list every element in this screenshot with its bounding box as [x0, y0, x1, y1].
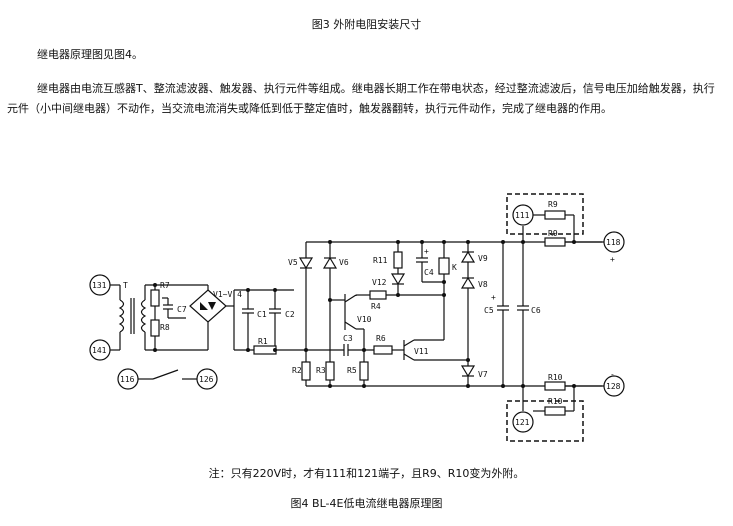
secondary-network: R7 R8 C7: [145, 281, 208, 351]
svg-text:R7: R7: [160, 281, 170, 290]
svg-text:V6: V6: [339, 258, 349, 267]
svg-text:+: +: [424, 247, 429, 256]
terminal-121: 121: [512, 411, 534, 433]
terminal-131: 131: [89, 274, 111, 296]
terminal-128: 128: [603, 375, 625, 397]
svg-text:121: 121: [515, 418, 530, 427]
intro-text: 继电器原理图见图4。: [37, 48, 143, 61]
relay-K-C4: + C4 K: [416, 242, 457, 340]
svg-text:R9: R9: [548, 229, 558, 238]
svg-text:V12: V12: [372, 278, 387, 287]
description-paragraph: 继电器由电流互感器T、整流滤波器、触发器、执行元件等组成。继电器长期工作在带电状…: [7, 82, 715, 115]
junction-dots: [153, 240, 576, 388]
switch-116-126: [138, 369, 197, 380]
svg-text:R4: R4: [371, 302, 381, 311]
transistor-V11-network: C3 R6 V11: [343, 334, 468, 361]
svg-text:C6: C6: [531, 306, 541, 315]
svg-text:116: 116: [120, 375, 135, 384]
svg-text:128: 128: [606, 382, 621, 391]
svg-text:R3: R3: [316, 366, 326, 375]
resistor-R1: [253, 345, 277, 355]
terminal-141: 141: [89, 339, 111, 361]
svg-text:R6: R6: [376, 334, 386, 343]
resistor-R4: [369, 290, 387, 300]
resistor-R9-section: R9 R9 +: [506, 193, 615, 264]
svg-text:R10: R10: [548, 397, 563, 406]
diodes-V5-V6: V5 V6: [288, 242, 349, 362]
svg-text:V9: V9: [478, 254, 488, 263]
svg-text:126: 126: [199, 375, 214, 384]
figure-4-caption: 图4 BL-4E低电流继电器原理图: [290, 497, 443, 510]
svg-text:C3: C3: [343, 334, 353, 343]
svg-text:-: -: [610, 370, 615, 379]
resistor-R8: [150, 319, 160, 337]
resistor-R7: [150, 289, 160, 307]
led-V12: [390, 273, 406, 286]
svg-text:R2: R2: [292, 366, 302, 375]
terminal-118: 118: [603, 231, 625, 253]
svg-text:V10: V10: [357, 315, 372, 324]
capacitors-C5-C6: + C5 C6: [484, 226, 541, 411]
svg-text:T: T: [123, 281, 128, 290]
svg-text:111: 111: [515, 211, 530, 220]
svg-text:C1: C1: [257, 310, 267, 319]
capacitors-C1-C2: C1 C2 R1: [234, 290, 343, 355]
svg-text:R10: R10: [548, 373, 563, 382]
svg-text:V7: V7: [478, 370, 488, 379]
svg-text:131: 131: [92, 281, 107, 290]
svg-text:V8: V8: [478, 280, 488, 289]
svg-text:+: +: [610, 255, 615, 264]
svg-text:C5: C5: [484, 306, 494, 315]
terminal-126: 126: [196, 368, 218, 390]
svg-text:R9: R9: [548, 200, 558, 209]
svg-text:C4: C4: [424, 268, 434, 277]
transformer-T: T: [110, 281, 147, 351]
svg-text:141: 141: [92, 346, 107, 355]
svg-text:V5: V5: [288, 258, 298, 267]
svg-text:R8: R8: [160, 323, 170, 332]
svg-text:V11: V11: [414, 347, 429, 356]
svg-text:+: +: [491, 293, 496, 302]
svg-text:R1: R1: [258, 337, 268, 346]
bridge-rectifier-V1-V4: V1~V 4: [189, 285, 294, 350]
svg-text:C2: C2: [285, 310, 295, 319]
svg-text:C7: C7: [177, 305, 187, 314]
figure-3-caption: 图3 外附电阻安装尺寸: [311, 18, 422, 31]
svg-text:V1~V 4: V1~V 4: [213, 290, 242, 299]
svg-text:R11: R11: [373, 256, 388, 265]
footnote: 注：只有220V时，才有111和121端子，且R9、R10变为外附。: [208, 467, 525, 480]
terminal-111: 111: [512, 204, 534, 226]
svg-text:R5: R5: [347, 366, 357, 375]
terminal-116: 116: [117, 368, 139, 390]
transistor-V10-network: V10 R4 R11 V12: [330, 242, 444, 350]
svg-text:118: 118: [606, 238, 621, 247]
svg-text:K: K: [452, 263, 457, 272]
resistor-R11: [393, 251, 403, 269]
